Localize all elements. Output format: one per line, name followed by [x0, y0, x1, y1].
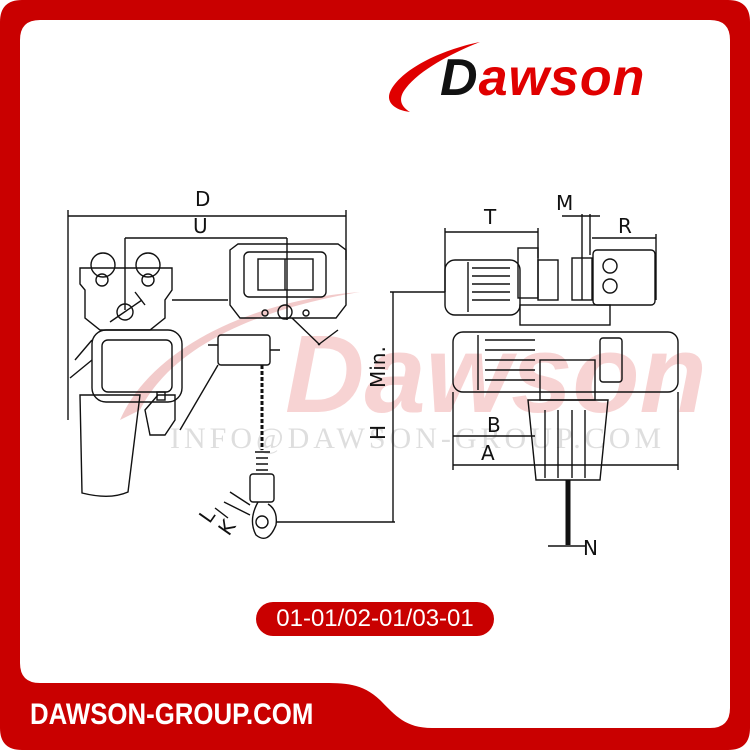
dim-label-n: N — [583, 536, 598, 560]
model-code-badge: 01-01/02-01/03-01 — [256, 602, 494, 636]
dim-label-u: U — [193, 214, 208, 238]
dim-label-d: D — [195, 187, 210, 211]
dim-label-t: T — [483, 205, 497, 229]
dim-label-min: Min. — [366, 346, 390, 388]
dim-label-h: H — [366, 425, 390, 440]
dim-label-r: R — [618, 214, 632, 238]
watermark-email: INFO@DAWSON-GROUP.COM — [170, 422, 665, 455]
footer-url[interactable]: DAWSON-GROUP.COM — [30, 698, 314, 731]
dim-label-m: M — [556, 191, 573, 215]
dim-label-b: B — [487, 413, 501, 437]
watermark-logo: Dawson — [285, 313, 707, 436]
logo-initial: D — [440, 49, 479, 107]
dawson-logo: Dawson — [380, 40, 720, 120]
watermark: Dawson INFO@DAWSON-GROUP.COM — [120, 292, 707, 455]
dim-label-a: A — [481, 441, 495, 465]
logo-rest: awson — [478, 49, 646, 107]
swoosh-icon — [388, 42, 480, 112]
